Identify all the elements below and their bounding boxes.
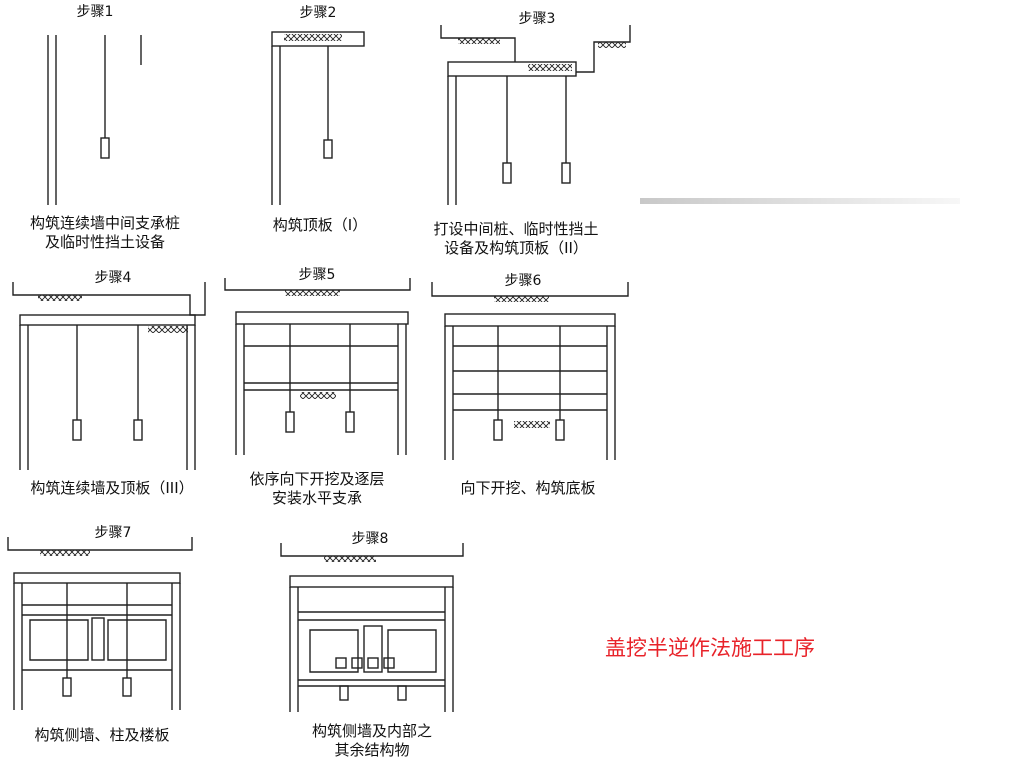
step-3-caption-line-2: 设备及构筑顶板（II） bbox=[444, 239, 588, 257]
step-6-title: 步骤6 bbox=[504, 273, 542, 289]
step-6-sketch bbox=[431, 282, 629, 460]
step-2-title: 步骤2 bbox=[299, 5, 337, 21]
step-1-title: 步骤1 bbox=[76, 4, 114, 20]
step-3-title: 步骤3 bbox=[518, 11, 556, 27]
step-1-caption-line-2: 及临时性挡土设备 bbox=[44, 233, 165, 251]
step-7-title: 步骤7 bbox=[94, 525, 132, 541]
step-8-caption-line-2: 其余结构物 bbox=[334, 741, 410, 759]
step-8-sketch bbox=[280, 543, 464, 712]
step-1-caption-line-1: 构筑连续墙中间支承桩 bbox=[29, 214, 180, 232]
step-2-sketch bbox=[271, 31, 365, 205]
step-3-caption: 打设中间桩、临时性挡土 设备及构筑顶板（II） bbox=[404, 220, 628, 258]
step-8-title: 步骤8 bbox=[351, 531, 389, 547]
step-4-sketch bbox=[12, 282, 206, 470]
step-5-title: 步骤5 bbox=[298, 267, 336, 283]
step-5-caption: 依序向下开挖及逐层 安装水平支承 bbox=[222, 470, 412, 508]
step-5-caption-line-2: 安装水平支承 bbox=[271, 489, 362, 507]
step-4-caption-line-1: 构筑连续墙及顶板（III） bbox=[30, 479, 194, 497]
step-4-caption: 构筑连续墙及顶板（III） bbox=[6, 479, 218, 498]
main-title: 盖挖半逆作法施工工序 bbox=[605, 636, 815, 660]
step-7-sketch bbox=[7, 537, 193, 710]
step-8-caption: 构筑侧墙及内部之 其余结构物 bbox=[282, 722, 462, 760]
step-4-title: 步骤4 bbox=[94, 270, 132, 286]
step-1-sketch bbox=[47, 35, 142, 205]
step-3-sketch bbox=[440, 25, 631, 205]
step-6-caption-line-1: 向下开挖、构筑底板 bbox=[460, 479, 596, 497]
step-7-caption: 构筑侧墙、柱及楼板 bbox=[6, 726, 198, 745]
step-3-caption-line-1: 打设中间桩、临时性挡土 bbox=[433, 220, 599, 238]
step-7-caption-line-1: 构筑侧墙、柱及楼板 bbox=[34, 726, 170, 744]
step-5-sketch bbox=[224, 278, 411, 455]
step-2-caption-line-1: 构筑顶板（I） bbox=[272, 216, 368, 234]
step-6-caption: 向下开挖、构筑底板 bbox=[430, 479, 626, 498]
step-8-caption-line-1: 构筑侧墙及内部之 bbox=[311, 722, 432, 740]
step-5-caption-line-1: 依序向下开挖及逐层 bbox=[249, 470, 385, 488]
step-2-caption: 构筑顶板（I） bbox=[240, 216, 400, 235]
gradient-divider bbox=[640, 198, 960, 204]
step-1-caption: 构筑连续墙中间支承桩 及临时性挡土设备 bbox=[6, 214, 204, 252]
